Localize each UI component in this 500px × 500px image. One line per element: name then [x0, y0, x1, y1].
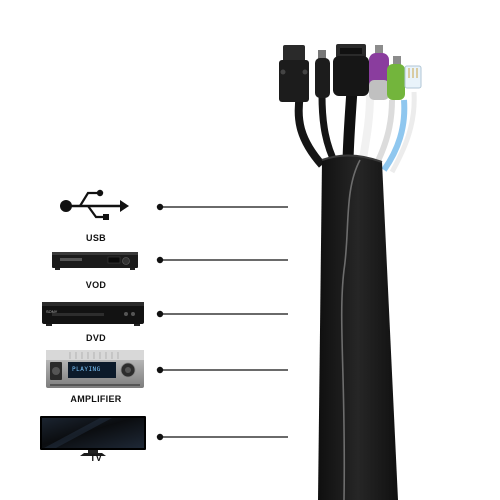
- device-label-amplifier: AMPLIFIER: [70, 394, 122, 404]
- white-ethernet-cable: [389, 91, 417, 174]
- dvd-player-icon: [42, 302, 144, 326]
- power-cable: [342, 89, 358, 166]
- blue-ethernet-cable: [381, 99, 408, 172]
- vga-connector-icon: [279, 45, 309, 102]
- vod-line-dot: [156, 256, 164, 264]
- device-label-tv: TV: [89, 453, 103, 463]
- green-ps2-connector-icon: [387, 56, 405, 100]
- vod-player-icon: [52, 252, 138, 270]
- connector-lines: [156, 203, 288, 441]
- device-label-usb: USB: [86, 233, 106, 243]
- tv-line-dot: [156, 433, 164, 441]
- dvd-line-dot: [156, 310, 164, 318]
- ethernet-plug-icon: [404, 65, 422, 89]
- usb-icon: [60, 189, 129, 220]
- grey-cable: [373, 99, 395, 167]
- sleeve-seam: [340, 159, 361, 500]
- device-label-vod: VOD: [85, 280, 107, 290]
- cable-sleeve: [318, 154, 398, 500]
- device-label-dvd: DVD: [86, 333, 106, 343]
- power-plug-icon: [333, 44, 369, 96]
- amplifier-icon: [46, 350, 144, 388]
- tv-icon: [40, 416, 146, 456]
- dvd-brand-text: SONY: [46, 309, 58, 314]
- vga-cable: [294, 94, 326, 168]
- cable-bundle: [279, 44, 422, 174]
- usb-line-dot: [156, 203, 164, 211]
- purple-ps2-connector-icon: [369, 45, 389, 100]
- amplifier-display-text: PLAYING: [72, 366, 101, 373]
- amplifier-line-dot: [156, 366, 164, 374]
- ps2-black-cable: [318, 94, 340, 167]
- black-ps2-connector-icon: [315, 50, 330, 98]
- amplifier-display: [68, 362, 116, 378]
- white-cable: [358, 94, 374, 166]
